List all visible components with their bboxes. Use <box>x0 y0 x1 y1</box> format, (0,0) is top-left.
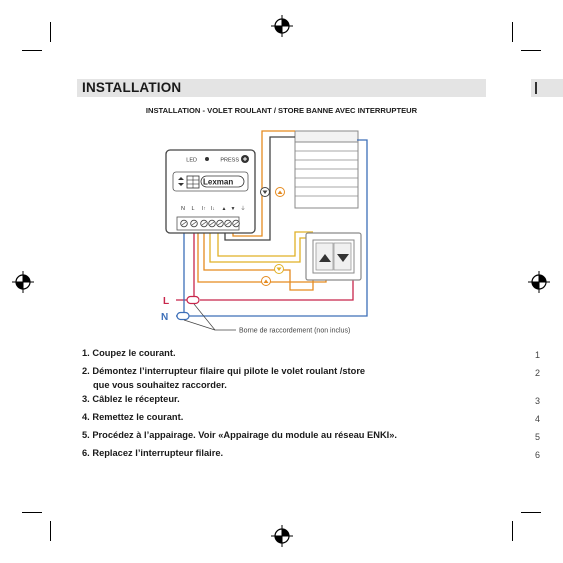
next-page-header-mark <box>535 82 537 94</box>
crop-mark <box>22 512 42 513</box>
terminal-label-l: L <box>191 206 194 212</box>
crop-mark <box>521 512 541 513</box>
registration-mark-right <box>528 271 550 293</box>
terminal-label-i-down: I↓ <box>211 206 215 212</box>
edge-mark: 1 <box>535 350 541 360</box>
wiring-diagram: LED PRESS Lexman N L I↑ I↓ ▲ ▼ ⏚ L N Bor… <box>161 130 368 335</box>
wire-neutral <box>176 226 185 317</box>
marker-up-2 <box>261 276 271 286</box>
step-5: 5. Procédez à l’appairage. Voir «Appaira… <box>82 428 397 446</box>
edge-mark: 3 <box>535 396 541 406</box>
terminal-label-up: ▲ <box>222 206 227 212</box>
crop-mark <box>512 22 513 42</box>
registration-mark-bottom <box>271 525 293 547</box>
shutter-icon <box>294 130 359 209</box>
connector-neutral <box>176 311 190 321</box>
updown-icon <box>178 177 184 186</box>
registration-mark-top <box>271 15 293 37</box>
brand-name: Lexman <box>203 178 233 187</box>
registration-mark-left <box>12 271 34 293</box>
connector-note-leader <box>193 303 236 331</box>
press-label: PRESS <box>220 158 239 164</box>
terminal-label-n: N <box>181 206 185 212</box>
step-number: 6. <box>82 448 90 458</box>
led-label: LED <box>186 158 197 164</box>
receiver-module <box>165 149 256 234</box>
edge-mark: 6 <box>535 450 541 460</box>
marker-up-1 <box>275 187 285 197</box>
section-title: INSTALLATION <box>82 80 182 95</box>
step-number: 4. <box>82 412 90 422</box>
terminal-label-i-up: I↑ <box>202 206 206 212</box>
step-text: Coupez le courant. <box>92 348 176 358</box>
live-label: L <box>163 296 169 307</box>
wire-motor-neutral <box>176 139 368 317</box>
instruction-steps: 1. Coupez le courant. 2. Démontez l’inte… <box>82 346 397 464</box>
step-number: 3. <box>82 394 90 404</box>
section-header-bar <box>77 79 486 97</box>
step-text: Replacez l’interrupteur filaire. <box>92 448 224 458</box>
wire-live-to-switch <box>200 278 354 301</box>
connector-live <box>186 295 200 305</box>
step-number: 5. <box>82 430 90 440</box>
crop-mark <box>50 22 51 42</box>
next-page-header-bar <box>531 79 563 97</box>
led-indicator-icon <box>205 157 209 161</box>
edge-mark: 4 <box>535 414 541 424</box>
step-number: 1. <box>82 348 90 358</box>
step-text: Câblez le récepteur. <box>92 394 180 404</box>
wire-switch-down <box>217 226 313 257</box>
terminal-label-down: ▼ <box>231 206 236 212</box>
step-text: Procédez à l’appairage. Voir «Appairage … <box>92 430 398 440</box>
marker-down-1 <box>260 187 270 197</box>
crop-mark <box>512 521 513 541</box>
brand-logo <box>200 175 245 188</box>
wire-switch-common-up <box>203 226 314 291</box>
step-text-continued: que vous souhaitez raccorder. <box>93 380 227 390</box>
step-3: 3. Câblez le récepteur. <box>82 392 397 410</box>
wire-motor-down <box>224 136 295 241</box>
step-text: Démontez l’interrupteur filaire qui pilo… <box>92 366 366 376</box>
crop-mark <box>50 521 51 541</box>
facing-page-step-numbers: 1 2 3 4 5 6 <box>535 346 540 464</box>
wire-live <box>176 226 195 301</box>
step-text: Remettez le courant. <box>92 412 184 422</box>
step-2: 2. Démontez l’interrupteur filaire qui p… <box>82 364 397 392</box>
step-6: 6. Replacez l’interrupteur filaire. <box>82 446 397 464</box>
terminal-label-ground: ⏚ <box>240 205 245 212</box>
crop-mark <box>521 50 541 51</box>
step-1: 1. Coupez le courant. <box>82 346 397 364</box>
marker-down-2 <box>274 264 284 274</box>
step-number: 2. <box>82 366 90 376</box>
edge-mark: 5 <box>535 432 541 442</box>
wire-switch-up <box>209 226 313 263</box>
wall-switch-icon <box>305 232 362 281</box>
connector-note: Borne de raccordement (non inclus) <box>239 328 350 335</box>
step-4: 4. Remettez le courant. <box>82 410 397 428</box>
neutral-label: N <box>161 312 168 323</box>
diagram-title: INSTALLATION - VOLET ROULANT / STORE BAN… <box>145 106 418 115</box>
crop-mark <box>22 50 42 51</box>
edge-mark: 2 <box>535 368 541 378</box>
